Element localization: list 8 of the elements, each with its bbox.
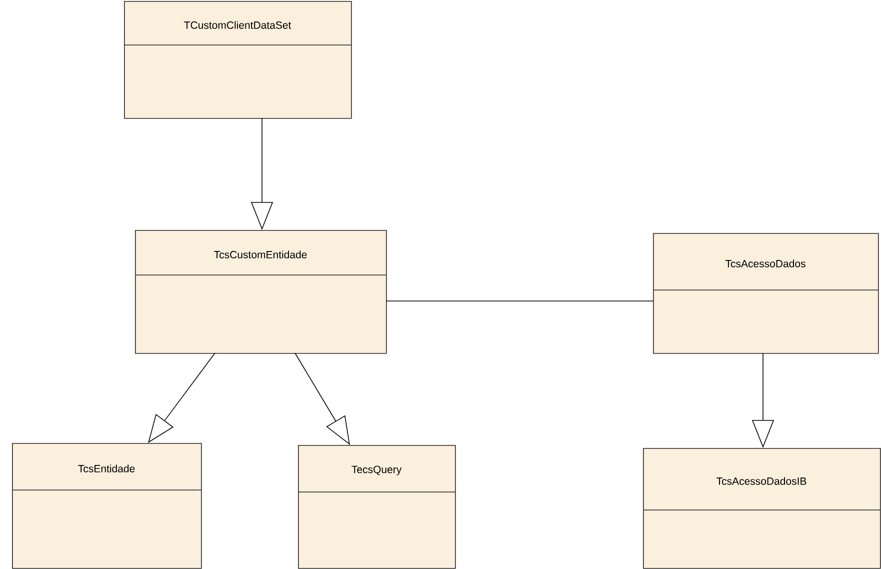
- class-box: TCustomClientDataSet: [124, 1, 352, 119]
- class-box: TcsEntidade: [12, 443, 202, 569]
- class-box: TcsCustomEntidade: [134, 230, 387, 354]
- class-box: TecsQuery: [298, 445, 456, 569]
- generalization-arrow: [148, 352, 216, 443]
- class-box: TcsAcessoDados: [652, 233, 879, 354]
- association-line: [386, 300, 654, 302]
- class-box: TcsAcessoDadosIB: [642, 448, 881, 569]
